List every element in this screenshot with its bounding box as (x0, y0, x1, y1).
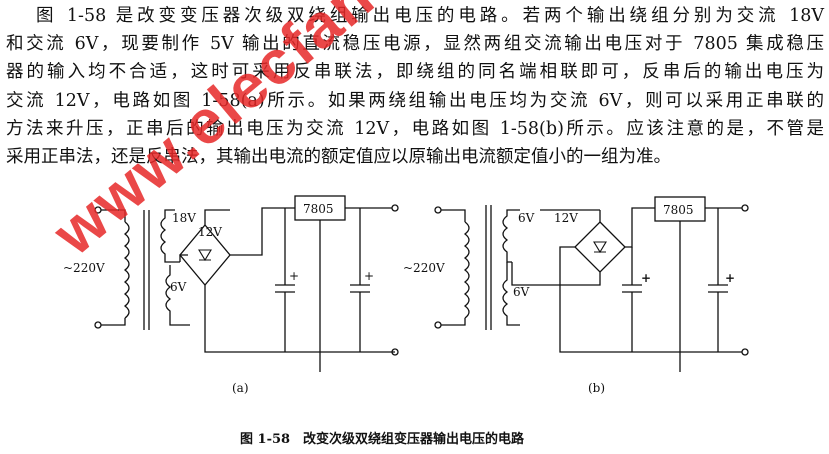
text-line: 交流 12V，电路如图 1-58(a)所示。如果两绕组输出电压均为交流 6V，则… (6, 90, 824, 111)
body-paragraph: 图 1-58 是改变变压器次级双绕组输出电压的电路。若两个输出绕组分别为交流 1… (6, 2, 824, 171)
regulator-label-a: 7805 (303, 202, 334, 216)
winding2-label-a: 6V (170, 280, 187, 294)
input-voltage-a: ~220V (63, 261, 105, 275)
figure-caption: 图 1-58 改变次级双绕组变压器输出电压的电路 (240, 432, 525, 447)
winding1-label-a: 18V (172, 211, 196, 225)
circuit-b (434, 196, 749, 372)
bridge-out-label-a: 12V (198, 225, 222, 239)
text-line: 器的输入均不合适，这时可采用反串联法，即绕组的同名端相联即可，反串后的输出电压为 (6, 62, 824, 83)
regulator-label-b: 7805 (663, 203, 694, 217)
bridge-out-label-b: 12V (554, 211, 578, 225)
plus-a1: + (289, 269, 299, 283)
text-line: 采用正串法，还是反串法，其输出电流的额定值应以原输出电流额定值小的一组为准。 (6, 146, 671, 167)
circuit-a (94, 195, 399, 372)
text-line: 方法来升压，正串后的输出电压为交流 12V，电路如图 1-58(b)所示。应该注… (6, 118, 824, 139)
diagram-label-a: (a) (232, 381, 249, 395)
plus-b2: + (725, 271, 735, 285)
diagram-label-b: (b) (588, 381, 605, 395)
plus-b1: + (641, 271, 651, 285)
plus-a2: + (364, 269, 374, 283)
winding2-label-b: 6V (513, 285, 530, 299)
input-voltage-b: ~220V (403, 261, 445, 275)
text-line: 和交流 6V，现要制作 5V 输出的直流稳压电源，显然两组交流输出电压对于 78… (6, 34, 824, 55)
winding1-label-b: 6V (518, 211, 535, 225)
text-line: 图 1-58 是改变变压器次级双绕组输出电压的电路。若两个输出绕组分别为交流 1… (36, 6, 824, 26)
